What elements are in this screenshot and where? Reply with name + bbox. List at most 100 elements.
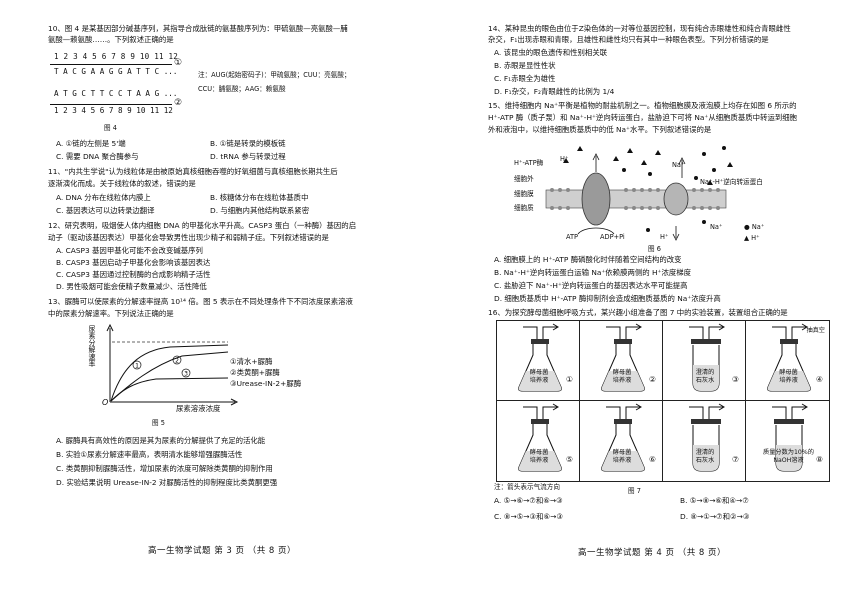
q11-option-c: C. 基因表达可以边转录边翻译: [56, 206, 155, 215]
q12-option-a: A. CASP3 基因甲基化可能不会改变碱基序列: [56, 246, 203, 255]
na-h-antiporter-protein: [663, 182, 689, 216]
apparatus-cell-6: 酵母菌 培养液 ⑥: [580, 401, 663, 481]
q10-option-d: D. tRNA 参与转录过程: [210, 152, 286, 161]
flask-icon: [689, 403, 725, 472]
cell-membrane-bilayer: [545, 189, 727, 209]
apparatus-number: ①: [565, 375, 573, 384]
apparatus-label: 酵母菌 培养液: [612, 369, 632, 384]
apparatus-label: 酵母菌 培养液: [612, 449, 632, 464]
q10-strand2: A T G C T T C C T A A G ...: [54, 89, 178, 98]
apparatus-label: 澄清的 石灰水: [695, 449, 715, 464]
h-bottom-label: H⁺: [660, 233, 669, 241]
flask-icon: [518, 323, 562, 392]
atp-label: ATP: [566, 233, 579, 241]
curve-1-number: 1: [135, 363, 139, 370]
apparatus-label: 酵母菌 培养液: [529, 449, 549, 464]
q15-stem-line2: H⁺-ATP 酶（质子泵）和 Na⁺-H⁺逆向转运蛋白，盐胁迫下可将 Na⁺从细…: [488, 113, 798, 122]
q11-option-b: B. 核糖体分布在线粒体基质中: [210, 193, 309, 202]
curve-3: [110, 377, 229, 402]
figure-7-note: 注：箭头表示气流方向: [494, 483, 560, 491]
q13-option-b: B. 实验①尿素分解速率最高，表明清水能够增强脲酶活性: [56, 450, 243, 459]
q16-option-b: B. ⑤→⑧→⑥和④→⑦: [680, 496, 749, 505]
apparatus-number: ③: [731, 375, 739, 384]
apparatus-label: 澄清的 石灰水: [695, 369, 715, 384]
h-atp-pump-protein: [581, 172, 611, 226]
q10-strand1: T A C G A A G G A T T C ...: [54, 67, 178, 76]
figure-6-legend-na: ● Na⁺: [744, 223, 765, 231]
apparatus-cell-5: 酵母菌 培养液 ⑤: [497, 401, 580, 481]
na-h-antiporter-label: Na⁺-H⁺逆向转运蛋白: [700, 178, 763, 186]
apparatus-label: 酵母菌 培养液: [529, 369, 549, 384]
left-page-footer: 高一生物学试题 第 3 页 （共 8 页）: [148, 546, 297, 556]
q16-stem: 16、为探究酵母菌细胞呼吸方式，某兴趣小组准备了图 7 中的实验装置，装置组合正…: [488, 308, 788, 317]
q10-base-numbers-bottom: 1 2 3 4 5 6 7 8 9 10 11 12: [54, 106, 173, 115]
curve-1: [110, 344, 229, 402]
figure-5-ylabel: 尿素分解速率: [88, 325, 96, 367]
x-axis-arrow: [230, 398, 239, 406]
q16-option-a: A. ⑤→⑥→⑦和⑥→③: [494, 496, 563, 505]
q15-option-a: A. 细胞膜上的 H⁺-ATP 酶磷酸化时伴随着空间结构的改变: [494, 255, 682, 264]
figure-5-label: 图 5: [152, 419, 165, 427]
h-import-arrowhead: [672, 233, 680, 241]
q11-option-a: A. DNA 分布在线粒体内膜上: [56, 193, 151, 202]
q12-stem-line2: 动子（驱动该基因表达）甲基化会导致男性出现少精子和弱精子症。下列叙述错误的是: [48, 233, 329, 242]
adp-label: ADP+Pi: [600, 233, 625, 241]
flask-icon: [601, 323, 645, 392]
apparatus-cell-3: 澄清的 石灰水 ③: [663, 321, 746, 401]
q11-option-d: D. 与细胞内其他结构联系紧密: [210, 206, 310, 215]
curve-3-number: 3: [184, 371, 188, 378]
q16-option-d: D. ⑧→①→⑦和②→③: [680, 512, 750, 521]
q14-option-c: C. F₁赤眼全为雄性: [494, 74, 556, 83]
q11-stem-line2: 逐渐演化而成。关于线粒体的叙述，错误的是: [48, 179, 196, 188]
q13-option-d: D. 实验结果说明 Urease-IN-2 对脲酶活性的抑制程度比类黄酮更强: [56, 478, 278, 487]
curve-3-marker: [181, 368, 191, 378]
figure-5-graph: 1 2 3: [106, 323, 239, 406]
curve-2-marker: [172, 355, 182, 365]
q10-stem-line1: 10、图 4 是某基因部分碱基序列，其指导合成肽链的氨基酸序列为：甲硫氨酸—亮氨…: [48, 24, 348, 33]
figure-5-legend-2: ②类黄酮+脲酶: [230, 368, 280, 377]
q13-stem-line2: 中的尿素分解速率。下列说法正确的是: [48, 309, 174, 318]
h-atp-pump-label: H⁺-ATP酶: [514, 159, 544, 167]
q10-option-b: B. ①链是转录的模板链: [210, 139, 286, 148]
flask-icon: [518, 403, 562, 472]
q15-option-d: D. 细胞质基质中 H⁺-ATP 酶抑制剂会造成细胞质基质的 Na⁺浓度升高: [494, 294, 721, 303]
apparatus-number: ④: [815, 375, 823, 384]
q11-stem-line1: 11、"内共生学说"认为线粒体是由被原始真核细胞吞噬的好氧细菌与真核细胞长期共生…: [48, 167, 338, 176]
figure-6-membrane-diagram: [545, 146, 733, 241]
q13-option-c: C. 类黄酮抑制脲酶活性，增加尿素的浓度可解除类黄酮的抑制作用: [56, 464, 273, 473]
apparatus-extra-note: 抽真空: [806, 327, 825, 334]
figure-5-origin: O: [102, 398, 109, 407]
left-page: 10、图 4 是某基因部分碱基序列，其指导合成肽链的氨基酸序列为：甲硫氨酸—亮氨…: [0, 0, 428, 608]
apparatus-number: ⑤: [565, 455, 573, 464]
q13-option-a: A. 脲酶具有高效性的原因是其为尿素的分解提供了充足的活化能: [56, 436, 266, 445]
h-export-arrowhead: [592, 153, 600, 161]
apparatus-cell-7: 澄清的 石灰水 ⑦: [663, 401, 746, 481]
q16-option-c: C. ⑧→⑤→③和⑥→③: [494, 512, 563, 521]
figure-6-label: 图 6: [648, 245, 661, 253]
figure-6-legend-h: ▲ H⁺: [744, 234, 760, 242]
extracellular-ions: [563, 146, 733, 185]
q10-option-c: C. 需要 DNA 聚合酶参与: [56, 152, 139, 161]
apparatus-label: 质量分数为10%的 NaOH溶液: [763, 449, 814, 464]
q15-stem-line1: 15、维持细胞内 Na⁺平衡是植物的耐盐机制之一。植物细胞膜及液泡膜上均存在如图…: [488, 101, 797, 110]
q10-note-line1: 注：AUG(起始密码子)：甲硫氨酸；CUU：亮氨酸；: [198, 71, 351, 79]
apparatus-number: ⑥: [648, 455, 656, 464]
curve-2-number: 2: [175, 358, 179, 365]
flask-icon: [767, 323, 811, 392]
q12-option-b: B. CASP3 基因启动子甲基化会影响该基因表达: [56, 258, 211, 267]
q10-note-line2: CCU：脯氨酸；AAG：赖氨酸: [198, 85, 286, 93]
q10-strand1-line: [50, 64, 172, 65]
na-top-label: Na⁺: [672, 161, 685, 169]
apparatus-number: ⑦: [731, 455, 739, 464]
right-page: 14、某种昆虫的眼色由位于Z染色体的一对等位基因控制，现有纯合赤眼雄性和纯合青眼…: [428, 0, 860, 608]
apparatus-cell-1: 酵母菌 培养液 ①: [497, 321, 580, 401]
outside-label: 细胞外: [514, 175, 534, 183]
figure-5-legend-1: ①清水+脲酶: [230, 357, 273, 366]
membrane-label: 细胞膜: [514, 190, 534, 198]
h-top-label: H⁺: [560, 155, 569, 163]
figure-7-label: 图 7: [628, 487, 641, 495]
right-page-footer: 高一生物学试题 第 4 页 （共 8 页）: [578, 548, 727, 558]
